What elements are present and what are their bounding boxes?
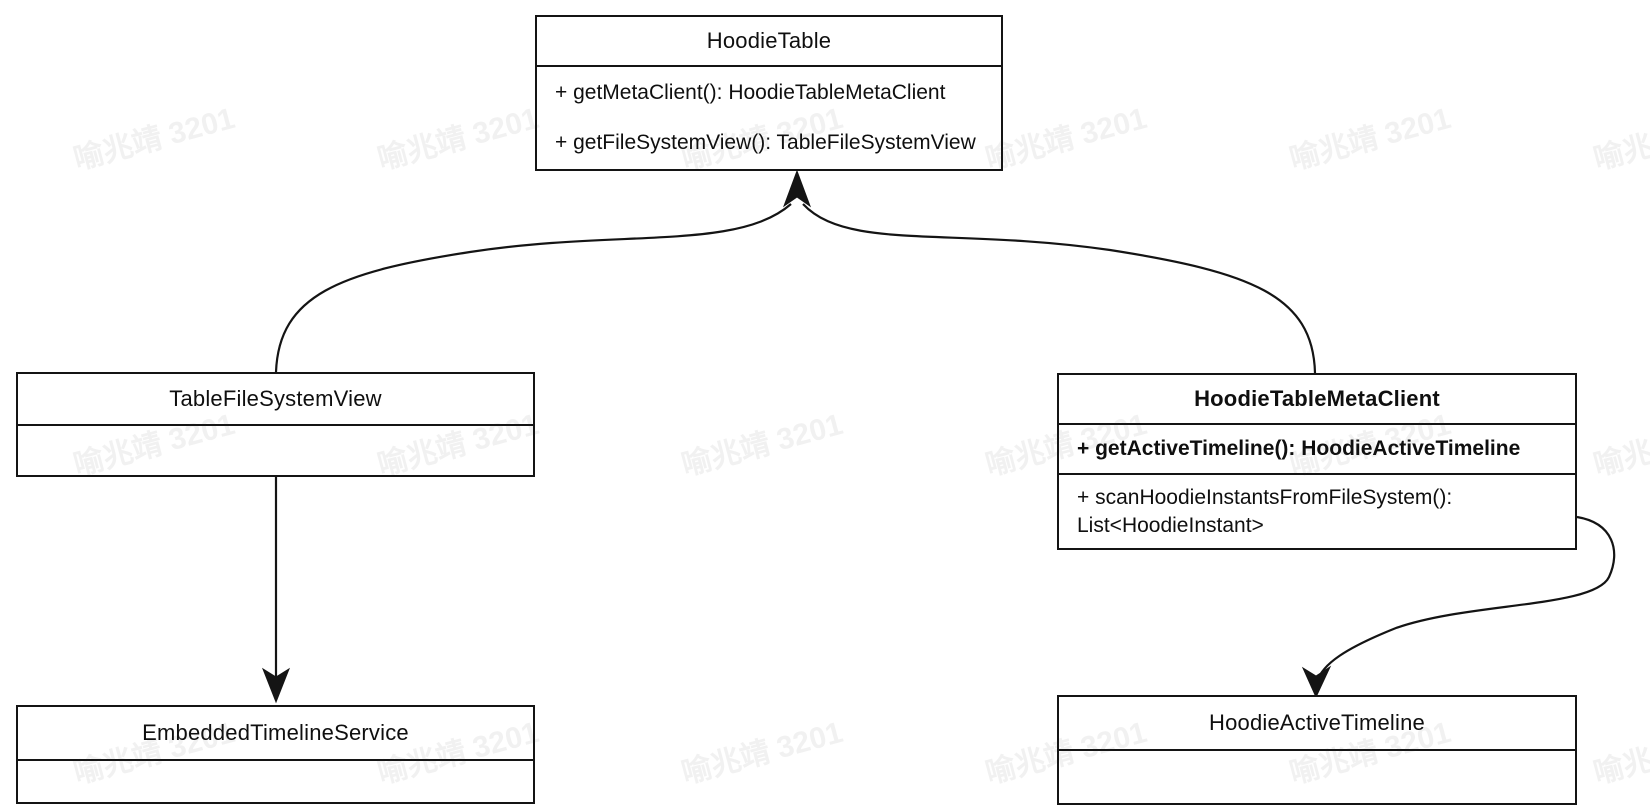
class-title: TableFileSystemView <box>18 374 533 426</box>
method-scan-hoodie-instants: + scanHoodieInstantsFromFileSystem(): Li… <box>1077 486 1453 537</box>
method-get-meta-client: + getMetaClient(): HoodieTableMetaClient <box>555 81 946 104</box>
class-hoodie-table: HoodieTable + getMetaClient(): HoodieTab… <box>535 15 1003 171</box>
class-embedded-timeline-service: EmbeddedTimelineService <box>16 705 535 804</box>
inheritance-curve-right <box>802 203 1317 374</box>
class-methods: + getMetaClient(): HoodieTableMetaClient… <box>537 67 1001 180</box>
method-get-active-timeline: + getActiveTimeline(): HoodieActiveTimel… <box>1059 425 1575 475</box>
method-get-file-system-view: + getFileSystemView(): TableFileSystemVi… <box>555 131 976 154</box>
class-table-file-system-view: TableFileSystemView <box>16 372 535 477</box>
class-title: HoodieTableMetaClient <box>1059 375 1575 425</box>
inheritance-curve-left <box>274 203 792 373</box>
empty-compartment <box>1059 751 1575 803</box>
class-title: EmbeddedTimelineService <box>18 707 533 761</box>
association-curve-right <box>1315 515 1616 683</box>
arrowhead-up-icon <box>782 169 812 208</box>
class-hoodie-active-timeline: HoodieActiveTimeline <box>1057 695 1577 805</box>
empty-compartment <box>18 426 533 475</box>
class-title: HoodieActiveTimeline <box>1059 697 1575 751</box>
arrowhead-down-right-icon <box>1301 665 1332 699</box>
class-title: HoodieTable <box>537 17 1001 67</box>
arrowhead-down-icon <box>261 667 291 704</box>
class-hoodie-table-meta-client: HoodieTableMetaClient + getActiveTimelin… <box>1057 373 1577 550</box>
empty-compartment <box>18 761 533 802</box>
